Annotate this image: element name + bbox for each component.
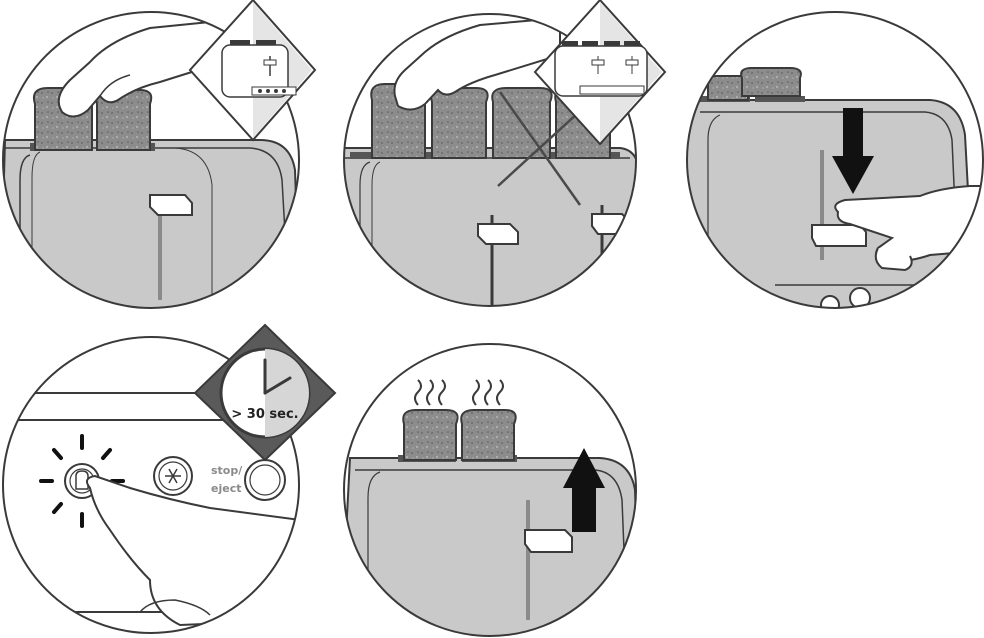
timer-text: > 30 sec. [231,407,298,422]
stop-eject-button[interactable] [245,460,285,500]
stop-eject-label-line2: eject [211,482,241,495]
defrost-button[interactable] [154,457,192,495]
stop-eject-label-line1: stop/ [211,464,243,477]
